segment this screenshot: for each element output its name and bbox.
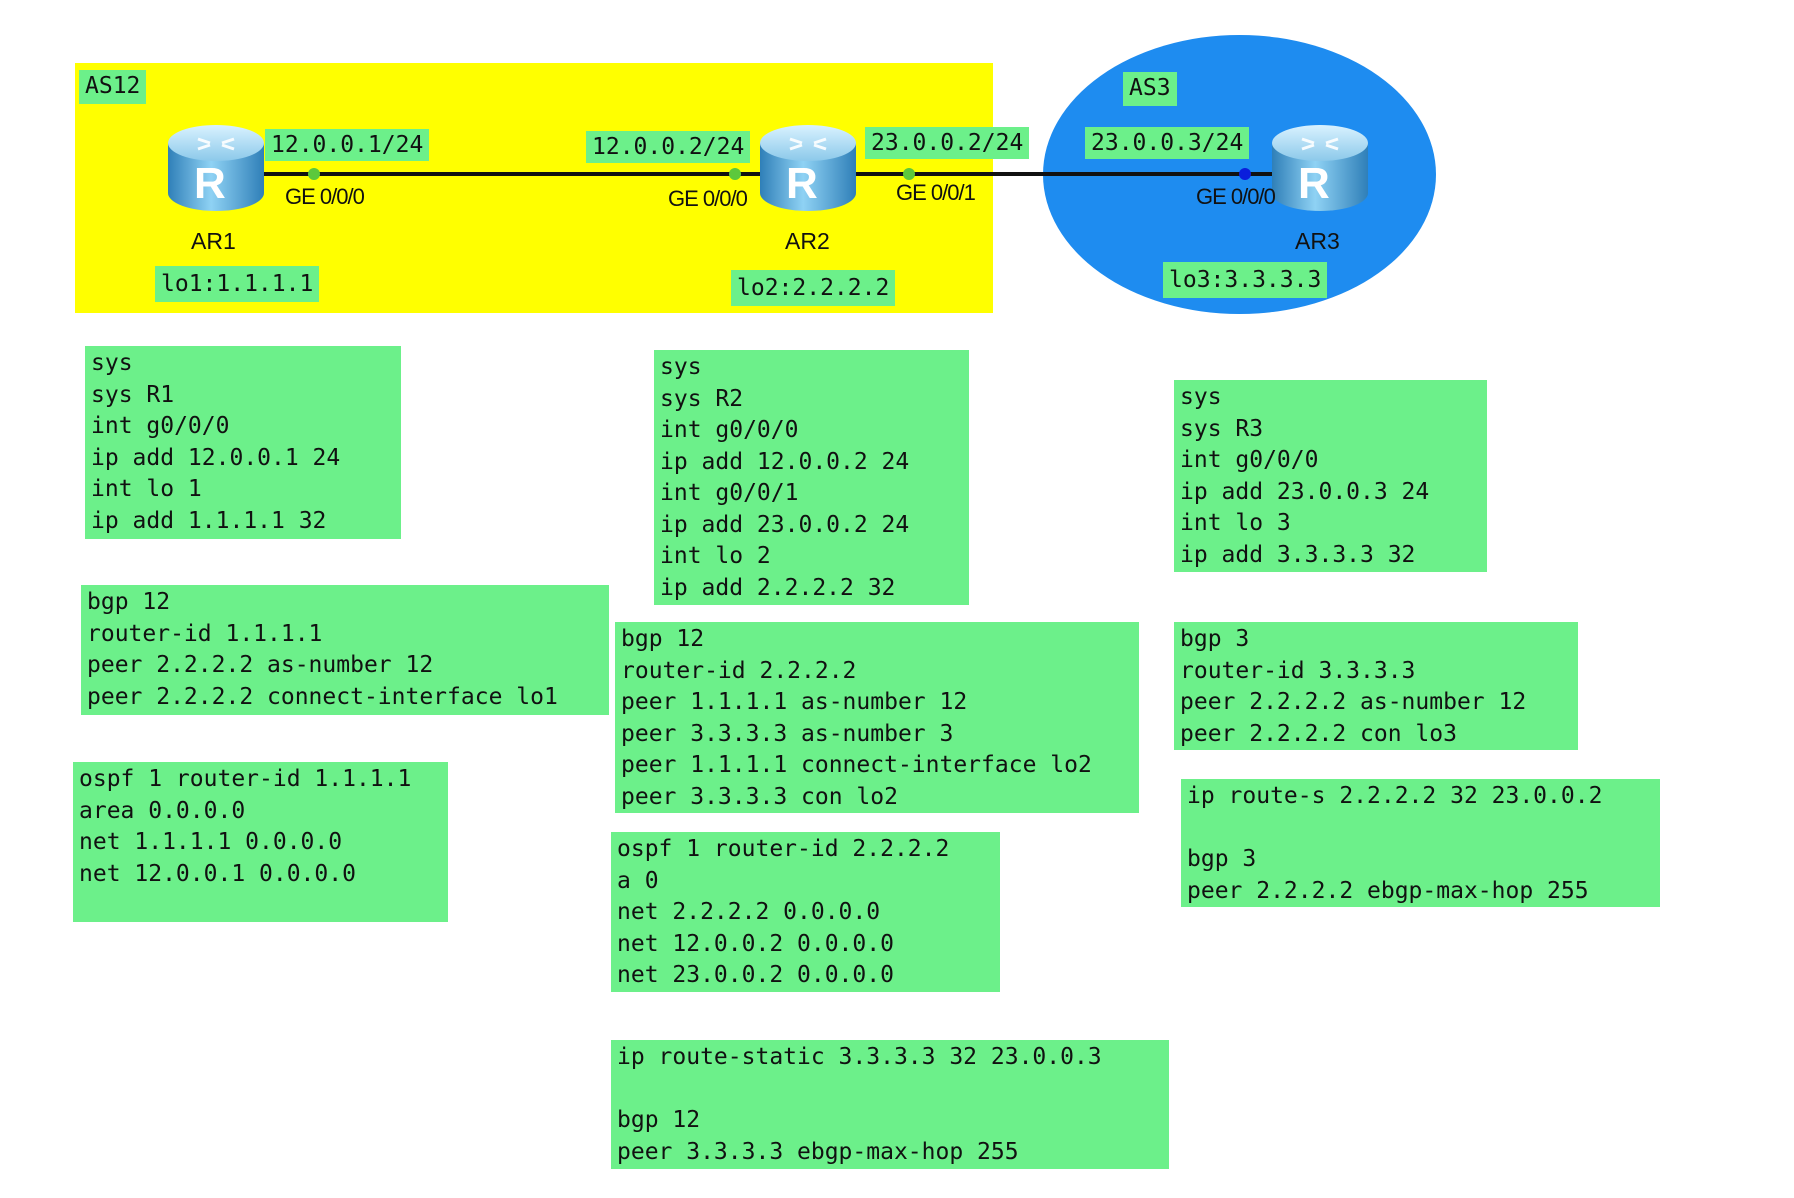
config-line: peer 2.2.2.2 connect-interface lo1 xyxy=(87,683,558,710)
router-glyph: R xyxy=(786,159,818,208)
config-note-r3-sys: sys sys R3 int g0/0/0 ip add 23.0.0.3 24 int… xyxy=(1174,380,1487,572)
config-line: sys R1 xyxy=(91,381,175,408)
config-line: peer 3.3.3.3 con lo2 xyxy=(621,783,898,810)
config-line: ip add 12.0.0.2 24 xyxy=(660,448,910,475)
as3-label: AS3 xyxy=(1123,72,1177,106)
link-ar2-ar3 xyxy=(852,172,1277,176)
config-line: net 12.0.0.2 0.0.0.0 xyxy=(617,930,894,957)
router-icon xyxy=(1272,125,1368,211)
router-name-ar3: AR3 xyxy=(1295,228,1340,254)
port-label-ar2-ge000: GE 0/0/0 xyxy=(668,186,748,211)
config-line xyxy=(1187,813,1654,845)
loopback-label-ar1: lo1:1.1.1.1 xyxy=(155,266,320,302)
config-line: net 23.0.0.2 0.0.0.0 xyxy=(617,962,894,988)
port-dot-ar2-ge000[interactable] xyxy=(729,168,741,180)
config-line: area 0.0.0.0 xyxy=(79,797,246,824)
config-line: ip route-static 3.3.3.3 32 23.0.0.3 xyxy=(617,1044,1102,1070)
config-note-r2-static: ip route-static 3.3.3.3 32 23.0.0.3 bgp 1… xyxy=(611,1040,1169,1169)
config-line: net 12.0.0.1 0.0.0.0 xyxy=(79,860,356,887)
config-note-r1-ospf: ospf 1 router-id 1.1.1.1 area 0.0.0.0 net … xyxy=(73,762,448,922)
loopback-label-ar2: lo2:2.2.2.2 xyxy=(731,270,896,306)
config-line: peer 2.2.2.2 con lo3 xyxy=(1180,720,1457,747)
link-ar1-ar2 xyxy=(262,172,786,176)
config-line: bgp 3 xyxy=(1187,846,1257,872)
config-line: ip add 23.0.0.3 24 xyxy=(1180,478,1430,505)
config-line: sys xyxy=(660,354,702,380)
config-line: net 2.2.2.2 0.0.0.0 xyxy=(617,899,881,925)
config-note-r3-bgp: bgp 3 router-id 3.3.3.3 peer 2.2.2.2 as-nu… xyxy=(1174,622,1578,750)
port-dot-ar2-ge001[interactable] xyxy=(903,168,915,180)
port-dot-ar3-ge000[interactable] xyxy=(1239,168,1251,180)
ip-label-ar3: 23.0.0.3/24 xyxy=(1085,127,1250,159)
config-note-r2-ospf: ospf 1 router-id 2.2.2.2 a 0 net 2.2.2.2 0… xyxy=(611,832,1000,992)
config-line: sys xyxy=(91,350,133,376)
config-line: bgp 12 xyxy=(617,1107,701,1133)
config-line: ip add 1.1.1.1 32 xyxy=(91,507,327,534)
config-line: sys xyxy=(1180,384,1222,410)
config-line: int g0/0/0 xyxy=(91,413,230,439)
config-line: router-id 2.2.2.2 xyxy=(621,657,857,684)
router-glyph: R xyxy=(194,159,226,208)
port-label-ar2-ge001: GE 0/0/1 xyxy=(896,180,976,205)
config-note-r2-sys: sys sys R2 int g0/0/0 ip add 12.0.0.2 24 int… xyxy=(654,350,969,605)
config-line: peer 2.2.2.2 as-number 12 xyxy=(1180,689,1527,715)
config-line: peer 3.3.3.3 ebgp-max-hop 255 xyxy=(617,1138,1019,1165)
router-name-ar2: AR2 xyxy=(785,228,830,254)
config-line: int lo 2 xyxy=(660,543,771,569)
router-icon xyxy=(168,125,264,211)
config-line: int lo 3 xyxy=(1180,510,1291,536)
router-glyph: R xyxy=(1298,159,1330,208)
config-line: ip add 3.3.3.3 32 xyxy=(1180,541,1416,568)
config-line: router-id 3.3.3.3 xyxy=(1180,657,1416,684)
config-line: bgp 12 xyxy=(621,626,705,652)
port-label-ar1-ge000: GE 0/0/0 xyxy=(285,184,365,209)
ip-label-ar1: 12.0.0.1/24 xyxy=(265,129,430,161)
port-label-ar3-ge000: GE 0/0/0 xyxy=(1196,184,1276,209)
router-name-ar1: AR1 xyxy=(191,228,236,254)
config-line: int g0/0/0 xyxy=(1180,447,1319,473)
config-note-r3-static: ip route-s 2.2.2.2 32 23.0.0.2 bgp 3 peer … xyxy=(1181,779,1660,907)
config-line: router-id 1.1.1.1 xyxy=(87,620,323,647)
config-line: ip add 23.0.0.2 24 xyxy=(660,511,910,538)
ip-label-ar2-ge000: 12.0.0.2/24 xyxy=(586,131,751,163)
config-line: sys R3 xyxy=(1180,415,1264,442)
config-line: peer 1.1.1.1 connect-interface lo2 xyxy=(621,752,1092,778)
ip-label-ar2-ge001: 23.0.0.2/24 xyxy=(865,127,1030,159)
config-line: a 0 xyxy=(617,867,659,894)
config-line: int g0/0/1 xyxy=(660,480,799,506)
config-note-r1-sys: sys sys R1 int g0/0/0 ip add 12.0.0.1 24 int… xyxy=(85,346,401,539)
config-line: ip route-s 2.2.2.2 32 23.0.0.2 xyxy=(1187,783,1603,809)
router-ar3[interactable]: R xyxy=(1268,121,1372,213)
config-line: ospf 1 router-id 1.1.1.1 xyxy=(79,766,412,792)
loopback-label-ar3: lo3:3.3.3.3 xyxy=(1163,262,1328,298)
config-line: int g0/0/0 xyxy=(660,417,799,443)
router-ar2[interactable]: R xyxy=(756,121,860,213)
config-line: net 1.1.1.1 0.0.0.0 xyxy=(79,829,343,855)
router-icon xyxy=(760,125,856,211)
config-line: int lo 1 xyxy=(91,476,202,502)
router-ar1[interactable]: R xyxy=(164,121,268,213)
config-note-r2-bgp: bgp 12 router-id 2.2.2.2 peer 1.1.1.1 as-n… xyxy=(615,622,1139,813)
config-line: bgp 3 xyxy=(1180,626,1250,652)
config-line: peer 2.2.2.2 ebgp-max-hop 255 xyxy=(1187,877,1589,904)
config-line: sys R2 xyxy=(660,385,744,412)
config-line: ip add 12.0.0.1 24 xyxy=(91,444,341,471)
port-dot-ar1-ge000[interactable] xyxy=(308,168,320,180)
config-note-r1-bgp: bgp 12 router-id 1.1.1.1 peer 2.2.2.2 as-n… xyxy=(81,585,609,715)
config-line: peer 3.3.3.3 as-number 3 xyxy=(621,720,954,747)
as12-label: AS12 xyxy=(79,70,147,104)
config-line: bgp 12 xyxy=(87,589,171,615)
config-line: peer 1.1.1.1 as-number 12 xyxy=(621,689,968,715)
config-line: ospf 1 router-id 2.2.2.2 xyxy=(617,836,950,862)
config-line: peer 2.2.2.2 as-number 12 xyxy=(87,652,434,678)
config-line: ip add 2.2.2.2 32 xyxy=(660,574,896,601)
config-line xyxy=(617,1074,1163,1106)
